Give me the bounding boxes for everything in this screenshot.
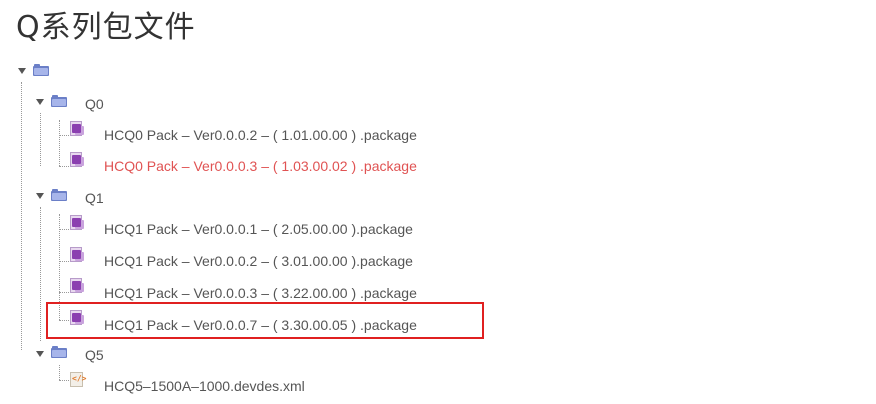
expand-toggle-icon[interactable] <box>36 193 44 199</box>
tree-connector <box>40 207 41 341</box>
tree-connector <box>59 166 69 167</box>
file-name[interactable]: HCQ1 Pack – Ver0.0.0.2 – ( 3.01.00.00 ).… <box>104 253 413 269</box>
file-name[interactable]: HCQ5–1500A–1000.devdes.xml <box>104 378 305 394</box>
file-name[interactable]: HCQ1 Pack – Ver0.0.0.1 – ( 2.05.00.00 ).… <box>104 221 413 237</box>
file-name[interactable]: HCQ0 Pack – Ver0.0.0.2 – ( 1.01.00.00 ) … <box>104 127 417 143</box>
package-file-icon <box>70 121 84 137</box>
tree-connector <box>59 320 69 321</box>
xml-file-icon: </> <box>70 372 86 388</box>
folder-icon <box>33 64 49 76</box>
package-file-icon <box>70 152 84 168</box>
tree-node-label[interactable]: Q5 <box>85 347 104 363</box>
package-file-icon <box>70 215 84 231</box>
tree-connector <box>59 261 69 262</box>
tree-node-label[interactable]: Q1 <box>85 190 104 206</box>
highlight-box <box>46 302 484 339</box>
folder-icon <box>51 189 67 201</box>
package-file-icon <box>70 278 84 294</box>
tree-connector <box>21 82 22 350</box>
folder-icon <box>51 346 67 358</box>
package-file-icon <box>70 310 84 326</box>
package-file-icon <box>70 247 84 263</box>
tree-connector <box>59 135 69 136</box>
tree-connector <box>59 380 69 381</box>
tree-node-label[interactable]: Q0 <box>85 96 104 112</box>
tree-connector <box>59 229 69 230</box>
folder-icon <box>51 95 67 107</box>
tree-connector <box>59 214 60 320</box>
tree-connector <box>40 113 41 166</box>
expand-toggle-icon[interactable] <box>36 351 44 357</box>
tree-connector <box>59 292 69 293</box>
file-name[interactable]: HCQ1 Pack – Ver0.0.0.7 – ( 3.30.00.05 ) … <box>104 317 417 333</box>
file-name[interactable]: HCQ1 Pack – Ver0.0.0.3 – ( 3.22.00.00 ) … <box>104 285 417 301</box>
expand-toggle-icon[interactable] <box>36 99 44 105</box>
file-name[interactable]: HCQ0 Pack – Ver0.0.0.3 – ( 1.03.00.02 ) … <box>104 158 417 174</box>
page-title: Q系列包文件 <box>16 10 196 45</box>
tree-connector <box>59 120 60 166</box>
tree-connector <box>59 365 60 380</box>
expand-toggle-icon[interactable] <box>18 68 26 74</box>
